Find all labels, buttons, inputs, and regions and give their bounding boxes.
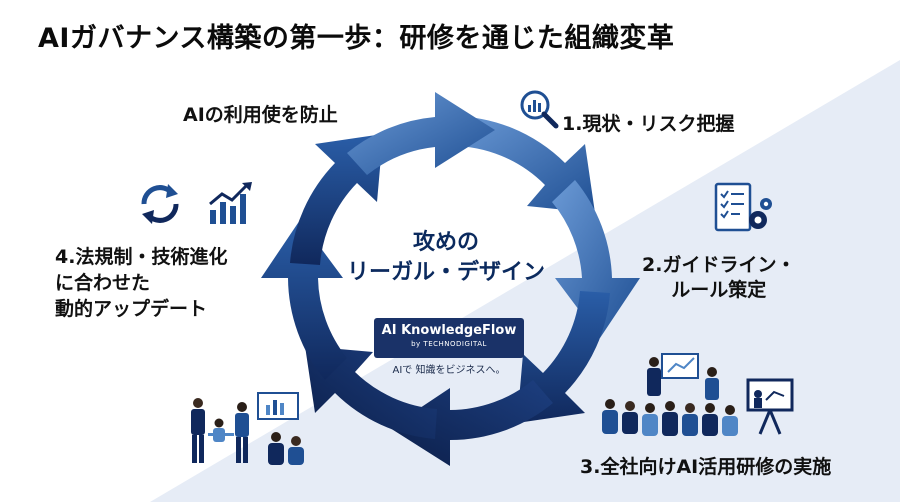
step2-line-1: 2.ガイドライン・ (642, 254, 796, 276)
center-line-1: 攻めの (412, 230, 479, 255)
bar-chart-up-icon (209, 182, 252, 224)
checklist-gear-icon (714, 182, 772, 232)
easel-icon (746, 378, 794, 435)
magnifier-chart-icon (520, 90, 559, 129)
step4-label: 4.法規制・技術進化 に合わせた 動的アップデート (55, 244, 227, 322)
logo-tagline: AIで 知識をビジネスへ。 (392, 365, 506, 376)
step2-label: 2.ガイドライン・ ルール策定 (642, 253, 795, 303)
prevent-label: AIの利用使を防止 (183, 104, 338, 126)
training-seminar-illustration (602, 353, 794, 436)
step4-line-3: 動的アップデート (55, 298, 208, 320)
cycle-arrow-bottom-left (305, 346, 437, 439)
team-presentation-illustration (191, 392, 304, 465)
cycle-arrow-right (552, 180, 640, 338)
cycle-arrow-bottom (390, 380, 553, 466)
cycle-arrow-left (261, 220, 347, 380)
page-title: AIガバナンス構築の第一歩：研修を通じた組織変革 (38, 23, 675, 54)
center-concept: 攻めの リーガル・デザイン (340, 228, 552, 288)
step4-line-1: 4.法規制・技術進化 (55, 246, 228, 268)
cycle-arrow-top (347, 92, 495, 175)
logo-box: AI KnowledgeFlow by TECHNODIGITAL (374, 318, 524, 358)
center-line-2: リーガル・デザイン (346, 260, 545, 285)
cycle-diagram (261, 92, 640, 466)
logo-name: AI KnowledgeFlow (381, 323, 517, 338)
step1-label: 1.現状・リスク把握 (562, 113, 735, 135)
refresh-icon (141, 184, 179, 224)
step4-line-2: に合わせた (55, 272, 151, 294)
cycle-arrow-top-right (450, 115, 595, 213)
logo-by: by TECHNODIGITAL (411, 340, 487, 348)
step3-label: 3.全社向けAI活用研修の実施 (580, 456, 832, 478)
step2-line-2: ルール策定 (671, 279, 767, 301)
